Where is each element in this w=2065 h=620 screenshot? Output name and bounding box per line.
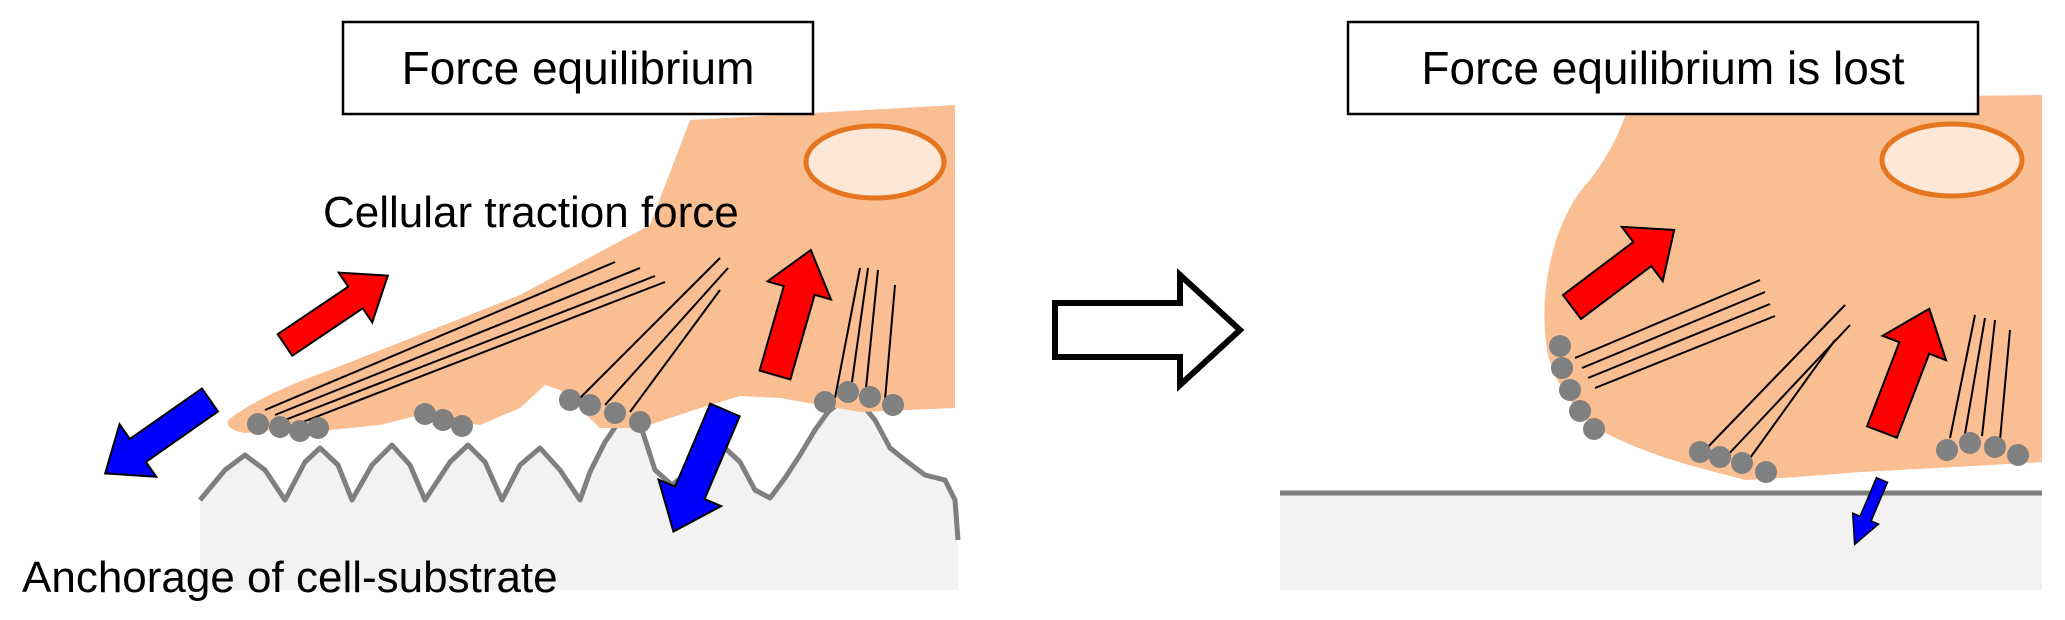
anchorage-arrows: [1851, 476, 1889, 546]
adhesion-dot: [1709, 446, 1731, 468]
adhesion-dot: [1551, 357, 1573, 379]
traction-arrows: [276, 248, 833, 381]
adhesion-dot: [1755, 461, 1777, 483]
adhesion-dot: [247, 413, 269, 435]
right-title-box: [1346, 20, 1980, 116]
left-title-box: [341, 20, 815, 116]
stress-fibers: [1574, 279, 2011, 466]
adhesion-dot: [432, 409, 454, 431]
adhesion-dot: [2007, 444, 2029, 466]
stress-fibers: [264, 257, 896, 426]
adhesion-dot: [1984, 436, 2006, 458]
right-panel: Force equilibrium is lost: [1280, 20, 2042, 590]
adhesion-dot: [859, 386, 881, 408]
adhesion-dot: [307, 417, 329, 439]
left-panel: Force equilibrium Cellular traction forc…: [22, 20, 961, 602]
adhesion-dot: [414, 403, 436, 425]
traction-arrow-icon: [1865, 307, 1948, 440]
traction-arrows: [1561, 225, 1948, 440]
adhesion-dot: [579, 394, 601, 416]
anchorage-label: Anchorage of cell-substrate: [22, 553, 558, 602]
adhesion-dot: [1689, 441, 1711, 463]
traction-force-label: Cellular traction force: [323, 188, 739, 237]
anchorage-arrow-icon: [103, 387, 220, 478]
traction-arrow-icon: [276, 271, 390, 358]
adhesion-dot: [1731, 452, 1753, 474]
adhesion-dot: [1583, 418, 1605, 440]
flat-substrate: [1280, 493, 2042, 590]
rough-substrate: [200, 398, 958, 590]
adhesion-dot: [1959, 432, 1981, 454]
hollow-right-arrow-icon: [1052, 268, 1245, 392]
adhesion-dot: [1569, 400, 1591, 422]
adhesion-dot: [1559, 379, 1581, 401]
right-title: Force equilibrium is lost: [1421, 42, 1904, 94]
anchorage-arrows: [103, 387, 742, 533]
adhesion-dot: [1549, 335, 1571, 357]
anchorage-arrow-icon: [656, 402, 742, 533]
adhesion-dot: [837, 381, 859, 403]
adhesion-dot: [1936, 439, 1958, 461]
adhesion-dot: [814, 391, 836, 413]
adhesion-dot: [269, 416, 291, 438]
adhesion-dot: [451, 415, 473, 437]
focal-adhesions: [1549, 335, 2029, 483]
traction-arrow-icon: [1561, 225, 1676, 321]
focal-adhesions: [247, 381, 904, 442]
adhesion-dot: [882, 394, 904, 416]
traction-arrow-icon: [758, 248, 833, 381]
nucleus: [1879, 121, 2025, 199]
anchorage-arrow-icon: [1851, 476, 1889, 546]
nucleus: [803, 123, 947, 201]
adhesion-dot: [289, 420, 311, 442]
adhesion-dot: [629, 411, 651, 433]
adhesion-dot: [559, 389, 581, 411]
left-title: Force equilibrium: [402, 42, 755, 94]
adhesion-dot: [604, 402, 626, 424]
